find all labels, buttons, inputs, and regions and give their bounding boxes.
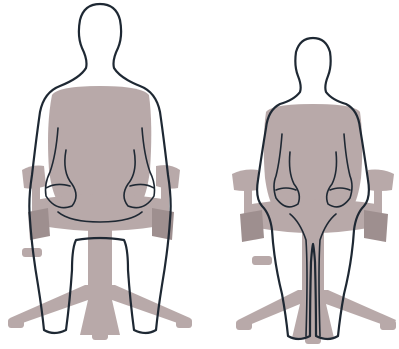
left-office-chair — [8, 86, 192, 340]
left-chair-backrest — [48, 86, 151, 205]
right-chair-armrest-left — [232, 170, 258, 192]
left-panel — [8, 4, 192, 340]
right-office-chair — [232, 104, 396, 344]
right-chair-armrest-right — [368, 170, 394, 192]
right-chair-caster-2 — [380, 320, 396, 330]
right-chair-caster-1 — [236, 320, 252, 330]
right-chair-backrest — [264, 104, 363, 208]
left-chair-base — [10, 285, 190, 335]
left-chair-caster-3 — [92, 330, 108, 340]
left-chair-caster-2 — [176, 318, 192, 328]
right-panel — [232, 38, 396, 344]
right-chair-caster-3 — [305, 334, 321, 344]
left-chair-caster-1 — [8, 318, 24, 328]
right-chair-lever — [252, 256, 272, 265]
left-chair-column — [88, 225, 112, 295]
